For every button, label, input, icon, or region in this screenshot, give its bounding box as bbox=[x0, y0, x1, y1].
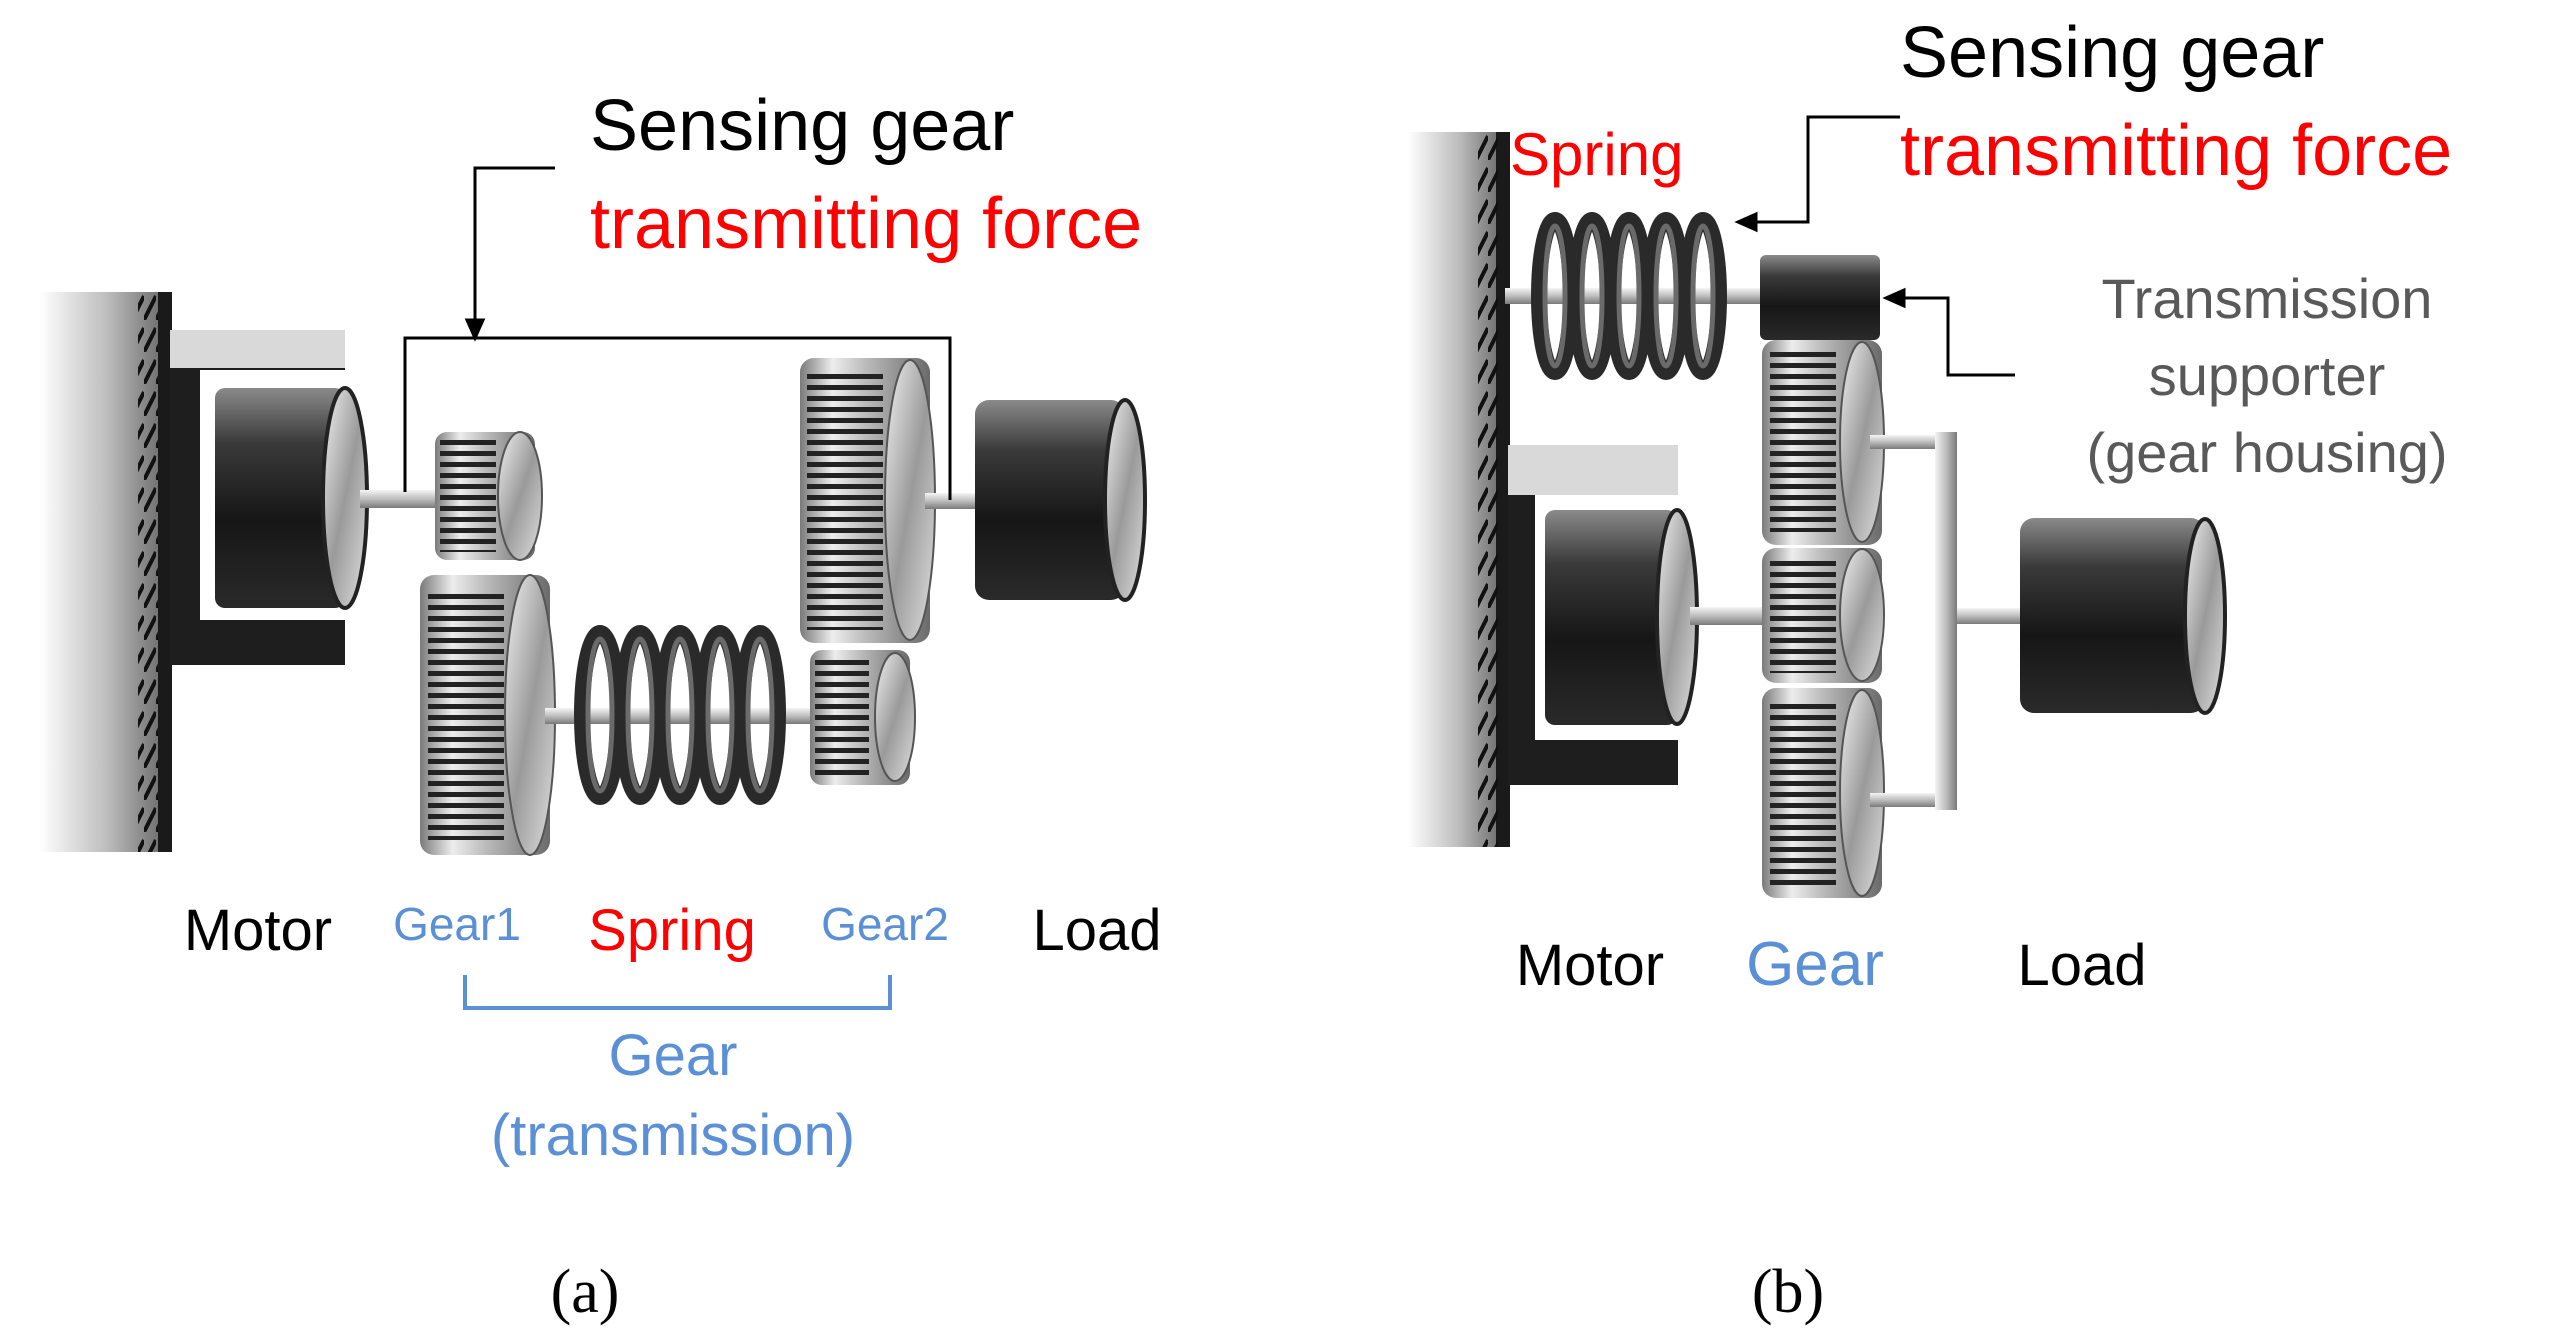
support-label-line2-b: supporter bbox=[2149, 344, 2386, 407]
gear1-label-a: Gear1 bbox=[393, 898, 521, 950]
caption-a: (a) bbox=[551, 1258, 620, 1326]
spring-a bbox=[574, 625, 786, 805]
wall-b bbox=[1408, 132, 1510, 847]
supporter-arrow-b bbox=[1882, 287, 2015, 377]
sensing-label-line2-a: transmitting force bbox=[590, 184, 1142, 264]
load-b bbox=[2020, 517, 2227, 715]
panel-a: Sensing gear transmitting force Motor Ge… bbox=[40, 86, 1162, 1326]
gear-bottom-b bbox=[1762, 688, 1885, 898]
motor-shaft-b bbox=[1690, 607, 1765, 625]
support-label-line3-b: (gear housing) bbox=[2086, 421, 2447, 484]
gear-top-b bbox=[1762, 340, 1885, 545]
load-a bbox=[975, 398, 1147, 602]
gear-group-bracket-a bbox=[463, 975, 892, 1010]
sensing-label-line1-a: Sensing gear bbox=[590, 86, 1014, 166]
gear-label-b: Gear bbox=[1746, 930, 1884, 999]
load-shaft-a bbox=[925, 493, 985, 509]
gear1-small-a bbox=[435, 431, 543, 561]
support-label-line1-b: Transmission bbox=[2102, 267, 2433, 330]
sensing-label-line2-b: transmitting force bbox=[1900, 111, 2452, 191]
gear2-label-a: Gear2 bbox=[821, 898, 949, 950]
load-label-a: Load bbox=[1032, 898, 1161, 963]
panel-b: Spring Sensing gear transmitting force T… bbox=[1408, 13, 2452, 1326]
spring-label-b: Spring bbox=[1510, 121, 1683, 188]
sensing-arrow-b bbox=[1734, 115, 1900, 233]
load-label-b: Load bbox=[2017, 933, 2146, 998]
motor-b bbox=[1545, 508, 1699, 726]
wall-a bbox=[40, 292, 172, 852]
caption-b: (b) bbox=[1752, 1258, 1824, 1326]
motor-a bbox=[215, 386, 369, 610]
transmission-supporter-block-b bbox=[1760, 255, 1880, 340]
gear2-large-a bbox=[800, 358, 936, 643]
carrier-b bbox=[1870, 432, 2027, 810]
spring-highlight-a bbox=[585, 636, 775, 794]
gear1-large-a bbox=[420, 574, 556, 856]
motor-label-b: Motor bbox=[1516, 933, 1664, 998]
spring-b bbox=[1531, 212, 1727, 380]
sensing-label-line1-b: Sensing gear bbox=[1900, 13, 2324, 93]
spring-highlight-b bbox=[1542, 223, 1716, 369]
motor-shaft-a bbox=[360, 490, 440, 508]
gear-group-label-line1-a: Gear bbox=[609, 1023, 738, 1088]
motor-label-a: Motor bbox=[184, 898, 332, 963]
spring-label-a: Spring bbox=[588, 898, 756, 963]
gear2-small-a bbox=[810, 650, 916, 785]
gear-group-label-line2-a: (transmission) bbox=[491, 1103, 855, 1168]
sensing-bracket-a bbox=[403, 166, 952, 500]
gear-middle-b bbox=[1762, 548, 1885, 683]
